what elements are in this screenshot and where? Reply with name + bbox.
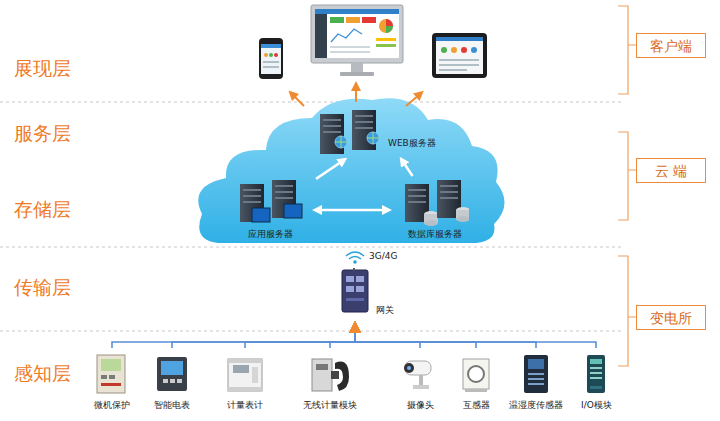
device-icon <box>224 353 266 395</box>
section-tag: 变电所 <box>650 309 692 327</box>
data-flow-arrow <box>316 209 388 212</box>
data-flow-arrow <box>402 160 413 176</box>
app-server: 应用服务器 <box>226 178 314 242</box>
node-label: I/O模块 <box>581 399 612 411</box>
device-icon <box>91 353 133 395</box>
bus-connector <box>112 326 355 348</box>
client-arrows <box>292 86 420 106</box>
device-icon <box>309 353 351 395</box>
section-tag: 云 端 <box>655 162 687 180</box>
layer-label: 服务层 <box>14 122 71 144</box>
device-icon <box>151 353 193 395</box>
bus-connector <box>245 326 355 348</box>
server-icon <box>316 108 384 158</box>
tablet-icon <box>432 33 487 78</box>
node-label: 网关 <box>376 304 394 316</box>
node-label: 互感器 <box>463 399 490 411</box>
node-label: 应用服务器 <box>248 228 293 240</box>
bus-connector <box>355 326 476 348</box>
field-device: I/O模块 <box>566 349 626 415</box>
node-label: 微机保护 <box>94 399 130 411</box>
node-label: 数据库服务器 <box>408 228 462 240</box>
brackets <box>618 6 636 366</box>
node-label: 计量表计 <box>227 399 263 411</box>
node-label: 智能电表 <box>154 399 190 411</box>
device-icon <box>455 353 497 395</box>
bus-connector <box>355 326 536 348</box>
section-tag-box: 客户端 <box>636 33 706 58</box>
monitor-icon <box>311 5 403 76</box>
node-label: 无线计量模块 <box>303 399 357 411</box>
data-flow-arrow <box>316 160 344 179</box>
gateway: 3G/4G 网关 <box>326 248 412 324</box>
field-device: 智能电表 <box>142 349 202 415</box>
server-icon <box>401 178 469 226</box>
web-server: WEB服务器 <box>316 108 452 158</box>
bus-connector <box>172 326 355 348</box>
gateway-icon <box>338 268 372 314</box>
node-label: 3G/4G <box>369 250 397 262</box>
server-icon <box>236 178 304 226</box>
bus-connector <box>355 326 420 348</box>
node-label: 温湿度传感器 <box>509 399 563 411</box>
layer-label: 存储层 <box>14 198 71 220</box>
field-device: 计量表计 <box>215 349 275 415</box>
field-device: 微机保护 <box>82 349 142 415</box>
field-device: 摄像头 <box>390 349 450 415</box>
cloud <box>198 98 504 243</box>
field-device: 互感器 <box>446 349 506 415</box>
field-device: 温湿度传感器 <box>506 349 566 415</box>
layer-label: 传输层 <box>14 276 71 298</box>
device-icon <box>399 353 441 395</box>
db-server: 数据库服务器 <box>390 178 480 242</box>
field-device: 无线计量模块 <box>300 349 360 415</box>
phone-icon <box>259 38 283 79</box>
section-tag: 客户端 <box>650 37 692 55</box>
node-label: 摄像头 <box>407 399 434 411</box>
bus-connector <box>330 326 355 348</box>
device-icon <box>575 353 617 395</box>
node-label: WEB服务器 <box>388 137 436 149</box>
layer-label: 感知层 <box>14 362 71 384</box>
section-tag-box: 变电所 <box>636 305 706 330</box>
section-tag-box: 云 端 <box>636 158 706 183</box>
layer-label: 展现层 <box>14 57 71 79</box>
device-icon <box>515 353 557 395</box>
bus-connector <box>355 326 596 348</box>
wifi-icon <box>344 249 366 265</box>
